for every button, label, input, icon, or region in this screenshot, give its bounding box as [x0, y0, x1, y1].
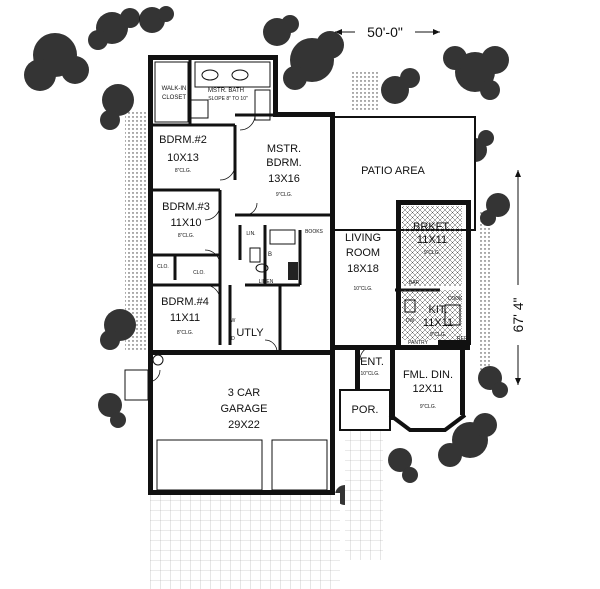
width-dimension: 50'-0" — [335, 24, 440, 40]
hedge-left — [125, 110, 147, 350]
master-bedroom-name-1: MSTR. — [267, 143, 301, 155]
entry-ceiling: 10"CLG. — [360, 371, 379, 377]
dining-ceiling: 9"CLG. — [420, 404, 436, 410]
kitchen-tile — [402, 206, 462, 286]
garage-dims: 29X22 — [228, 419, 260, 431]
breakfast-name: BRKFT. — [413, 221, 451, 233]
bedroom3-ceiling: 8"CLG. — [178, 233, 194, 239]
bath-b-label: B — [268, 252, 272, 258]
walk-in-closet-label-2: CLOSET — [162, 95, 186, 101]
tree-icon — [283, 31, 344, 90]
sink-icon — [231, 69, 249, 81]
master-bath-label: MSTR. BATH — [208, 88, 244, 94]
tree-icon — [100, 84, 134, 130]
depth-label: 67' 4" — [510, 298, 526, 333]
cook-label: COOK — [448, 296, 463, 302]
kitchen-name: KIT. — [429, 304, 448, 316]
walk-in-closet-outline — [154, 61, 189, 123]
living-room-ceiling: 10"CLG. — [353, 286, 372, 292]
breakfast-ceiling: 9"CLG. — [424, 250, 440, 256]
utility-name: UTLY — [236, 327, 264, 339]
washer-label: W — [231, 318, 236, 324]
walk-in-closet-label-1: WALK-IN — [162, 86, 187, 92]
dw-label: DW — [406, 318, 415, 324]
bathtub-icon — [254, 89, 271, 121]
exterior-walls — [148, 55, 471, 495]
hall-bathtub-icon — [269, 229, 296, 245]
tree-icon — [388, 448, 418, 483]
tree-icon — [438, 413, 497, 467]
living-room-dims: 18X18 — [347, 263, 379, 275]
garage-name-1: 3 CAR — [228, 387, 260, 399]
dining-dims: 12X11 — [413, 383, 444, 395]
kitchen-dims: 11X11 — [423, 317, 453, 329]
dw-outline — [404, 299, 416, 313]
porch-name: POR. — [352, 404, 379, 416]
tree-icon — [478, 366, 508, 398]
master-bedroom-ceiling: 9"CLG. — [276, 192, 292, 198]
living-room-name-1: LIVING — [345, 232, 381, 244]
front-walk — [345, 430, 383, 560]
closet-label-2: CLO. — [193, 270, 205, 276]
tree-icon — [263, 15, 299, 46]
driveway — [150, 493, 340, 589]
dining-name: FML. DIN. — [403, 369, 453, 381]
patio-label: PATIO AREA — [361, 165, 425, 177]
bedroom3-name: BDRM.#3 — [162, 201, 210, 213]
master-bedroom-name-2: BDRM. — [266, 157, 301, 169]
bedroom3-dims: 11X10 — [171, 217, 202, 229]
water-heater-icon — [152, 354, 164, 366]
bedroom2-ceiling: 8"CLG. — [175, 168, 191, 174]
bedroom4-ceiling: 8"CLG. — [177, 330, 193, 336]
ref-label: REF — [457, 336, 467, 342]
tree-icon — [24, 33, 89, 91]
tree-icon — [88, 8, 140, 50]
tree-icon — [443, 46, 509, 100]
books-label: BOOKS — [305, 229, 323, 235]
bar-label: BAR — [409, 280, 420, 286]
garage-door-single — [271, 439, 328, 491]
tree-icon — [98, 393, 126, 428]
linen-closet-label: LIN. — [246, 231, 255, 237]
master-bath-note: SLOPE 8" TO 10" — [208, 96, 248, 102]
fireplace-icon — [288, 262, 298, 280]
dryer-label: D — [231, 336, 235, 342]
porch-outline — [339, 389, 391, 431]
breakfast-dims: 11X11 — [417, 234, 447, 246]
depth-dimension: 67' 4" — [510, 170, 526, 385]
bedroom4-dims: 11X11 — [170, 312, 200, 324]
master-bedroom-dims: 13X16 — [268, 173, 300, 185]
tree-icon — [139, 6, 174, 33]
garage-name-2: GARAGE — [220, 403, 267, 415]
shower-icon — [189, 99, 209, 119]
bedroom2-dims: 10X13 — [167, 152, 199, 164]
entry-name: ENT. — [360, 356, 384, 368]
width-label: 50'-0" — [367, 24, 403, 40]
bath-vanity — [194, 61, 271, 88]
dining-bay-window — [388, 413, 467, 432]
ref-outline — [444, 304, 461, 326]
bedroom4-name: BDRM.#4 — [161, 296, 209, 308]
garage-side-step — [124, 369, 149, 401]
toilet-icon — [249, 247, 261, 263]
hedge-right — [478, 210, 492, 370]
garage-door-double — [156, 439, 263, 491]
kitchen-tile-lower — [402, 290, 462, 340]
sink-icon — [201, 69, 219, 81]
tree-icon — [381, 68, 420, 104]
interior-walls — [150, 60, 440, 350]
pantry-label: PANTRY — [408, 340, 428, 346]
closet-label: CLO. — [157, 264, 169, 270]
linen-label: LINEN — [259, 279, 274, 285]
door-swings — [147, 114, 375, 383]
living-room-name-2: ROOM — [346, 247, 380, 259]
bedroom2-name: BDRM.#2 — [159, 134, 207, 146]
shrub-rear — [350, 72, 380, 112]
hall-sink-icon — [255, 263, 269, 273]
kitchen-ceiling: 9"CLG. — [430, 332, 446, 338]
